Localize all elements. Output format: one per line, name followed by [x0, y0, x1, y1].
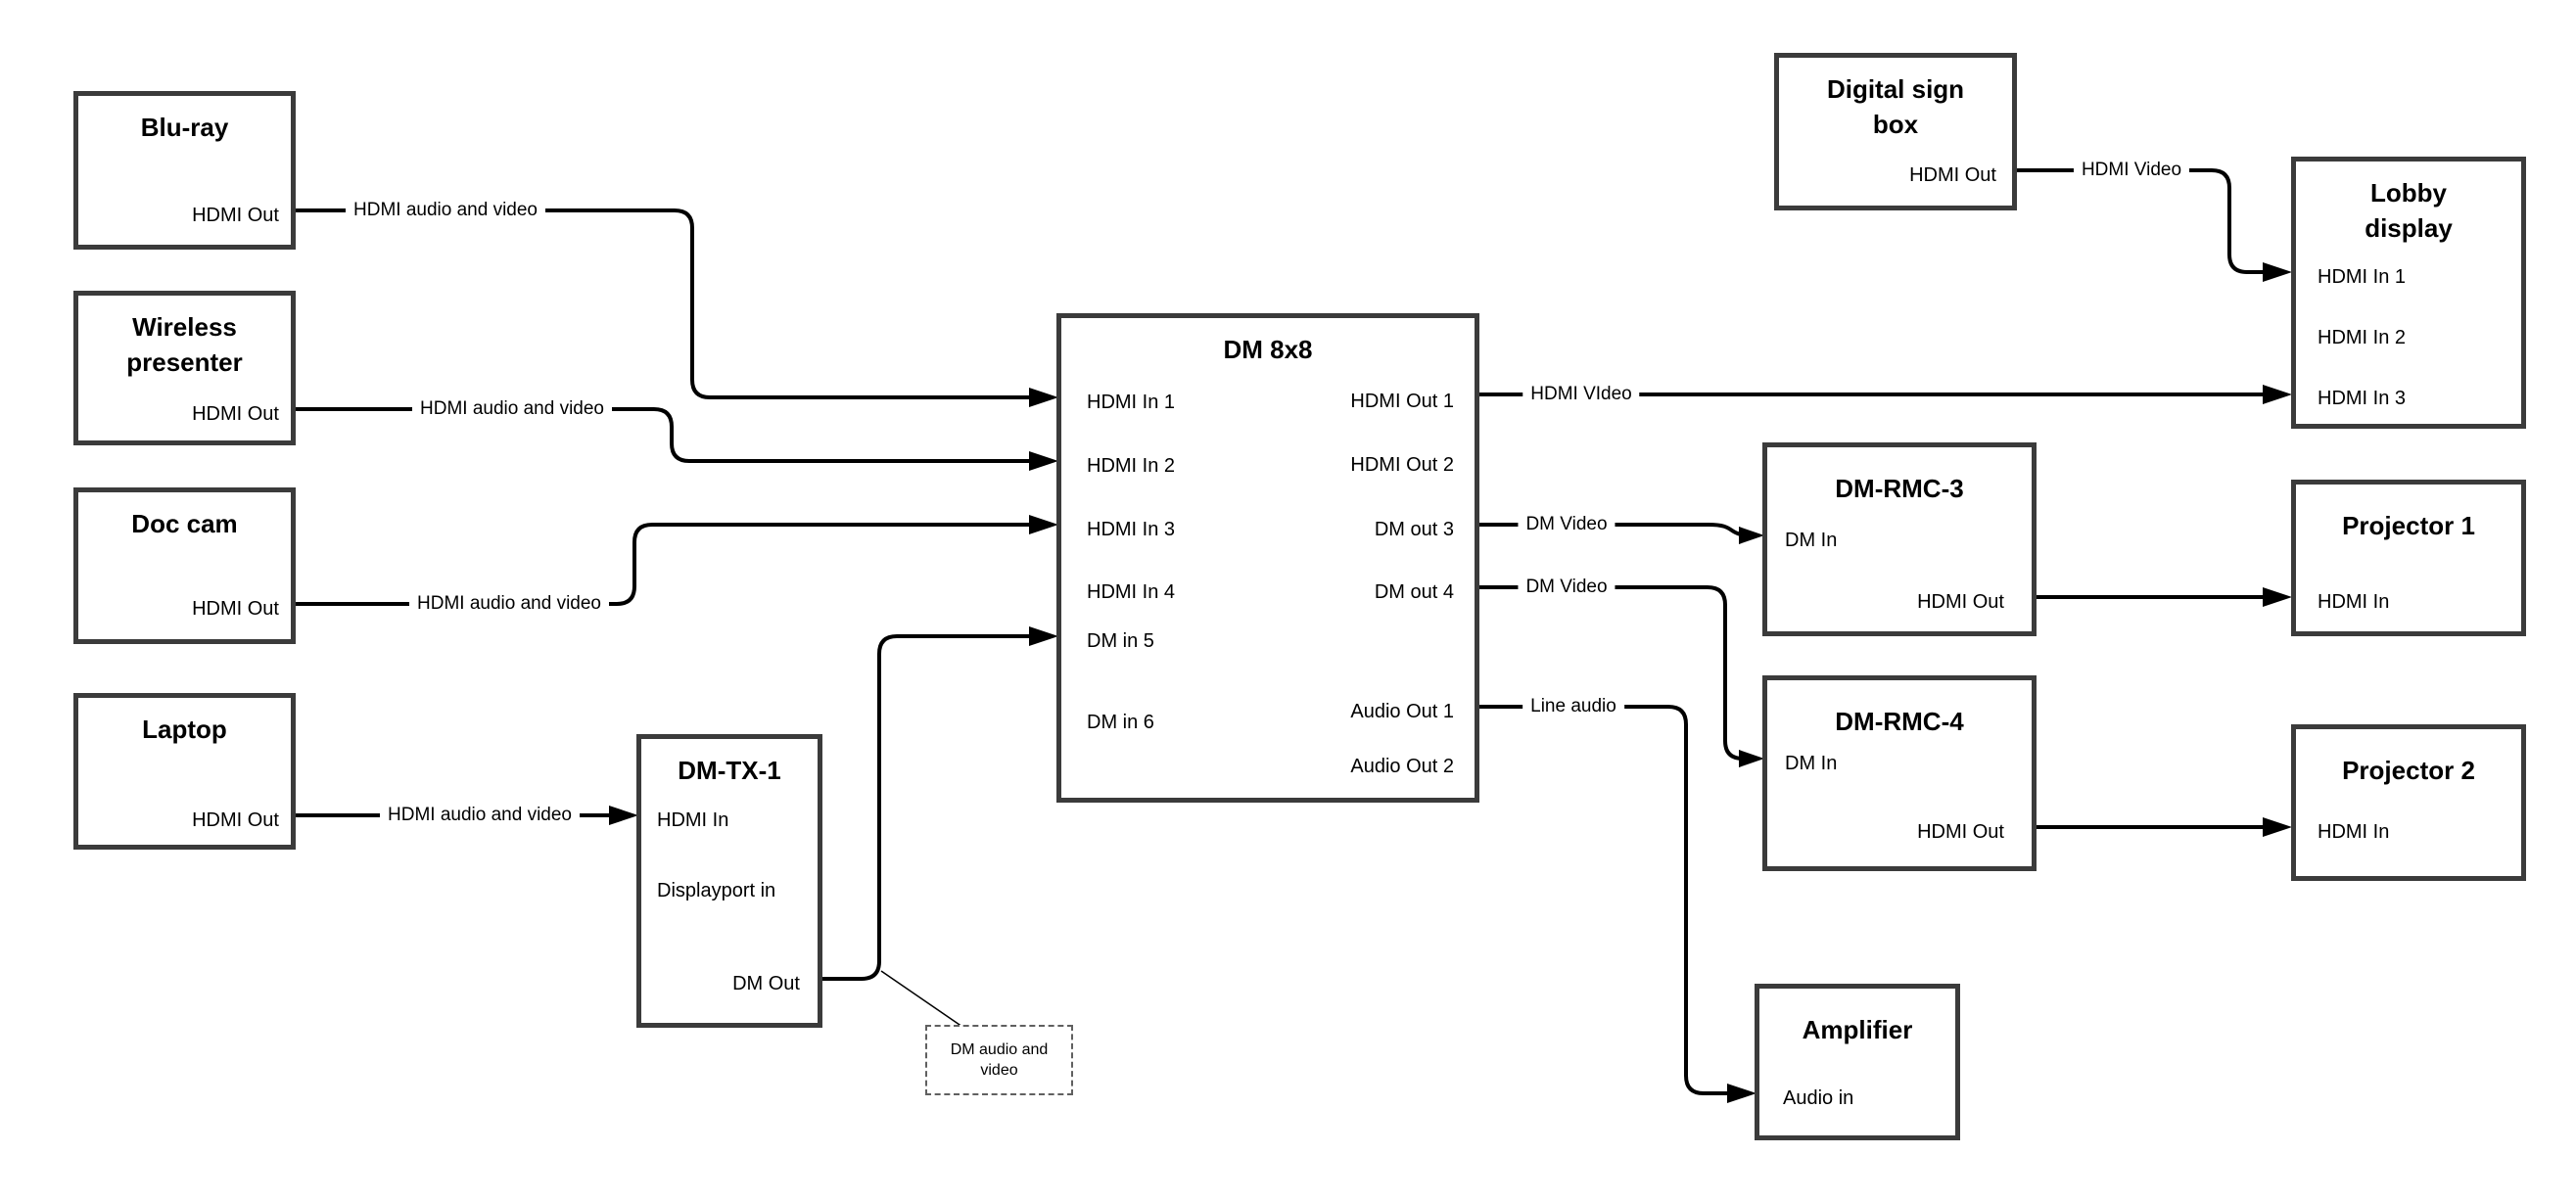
wire-dmout4-to-dmrmc4 — [1479, 585, 1745, 761]
device-dm-tx-1: DM-TX-1 HDMI In Displayport in DM Out — [636, 734, 822, 1028]
device-title: Doc cam — [131, 509, 238, 538]
port-doccam-hdmi-out: HDMI Out — [192, 598, 279, 620]
port-digitalsign-hdmi-out: HDMI Out — [1909, 164, 1996, 186]
port-dmtx1-hdmi-in: HDMI In — [657, 809, 729, 831]
device-lobby-display: Lobby display HDMI In 1 HDMI In 2 HDMI I… — [2291, 157, 2526, 429]
port-bluray-hdmi-out: HDMI Out — [192, 205, 279, 226]
device-projector-2: Projector 2 HDMI In — [2291, 724, 2526, 881]
wire-bluray-to-dm8x8 — [296, 208, 1044, 399]
label-hdmi-video-out1: HDMI VIdeo — [1522, 384, 1640, 405]
port-dmtx1-dm-out: DM Out — [732, 973, 800, 994]
device-title: Wireless presenter — [126, 312, 243, 377]
label-laptop-hdmi-av: HDMI audio and video — [380, 805, 580, 826]
port-projector2-hdmi-in: HDMI In — [2318, 821, 2390, 843]
arrowhead — [1727, 1084, 1756, 1103]
device-title: Amplifier — [1802, 1015, 1913, 1044]
port-dm8x8-dm-out-4: DM out 4 — [1374, 581, 1454, 603]
note-callout-line — [880, 970, 963, 1028]
arrowhead — [609, 806, 638, 825]
port-dm8x8-dm-out-3: DM out 3 — [1374, 519, 1454, 540]
port-dmtx1-displayport-in: Displayport in — [657, 880, 776, 901]
port-amplifier-audio-in: Audio in — [1783, 1087, 1854, 1109]
port-dm8x8-dm-in-5: DM in 5 — [1087, 630, 1154, 652]
arrowhead — [1739, 527, 1764, 544]
arrowhead — [1029, 626, 1058, 646]
label-doccam-hdmi-av: HDMI audio and video — [409, 593, 609, 615]
port-lobby-hdmi-in-2: HDMI In 2 — [2318, 327, 2407, 348]
port-dm8x8-hdmi-out-1: HDMI Out 1 — [1350, 391, 1454, 412]
device-wireless-presenter: Wireless presenter HDMI Out — [73, 291, 296, 445]
arrowhead — [2263, 385, 2292, 404]
device-projector-1: Projector 1 HDMI In — [2291, 480, 2526, 636]
port-projector1-hdmi-in: HDMI In — [2318, 591, 2390, 613]
arrowhead — [1029, 515, 1058, 534]
device-title: Blu-ray — [140, 113, 229, 142]
label-digitalsign-hdmi-video: HDMI Video — [2073, 160, 2190, 181]
wire-dmtx1-to-dm8x8 — [822, 634, 1044, 981]
port-dm8x8-audio-out-1: Audio Out 1 — [1350, 701, 1454, 722]
port-dm8x8-hdmi-in-3: HDMI In 3 — [1087, 519, 1176, 540]
port-dmrmc4-hdmi-out: HDMI Out — [1917, 821, 2004, 843]
port-lobby-hdmi-in-3: HDMI In 3 — [2318, 388, 2407, 409]
wire-digitalsign-to-lobby — [2017, 168, 2277, 274]
arrowhead — [2263, 262, 2292, 282]
device-title: Laptop — [142, 715, 227, 744]
wire-doccam-to-dm8x8 — [296, 523, 1044, 606]
device-title: Projector 2 — [2342, 756, 2475, 785]
port-dm8x8-hdmi-out-2: HDMI Out 2 — [1350, 454, 1454, 476]
device-dm-8x8: DM 8x8 HDMI In 1 HDMI In 2 HDMI In 3 HDM… — [1056, 313, 1479, 803]
device-doc-cam: Doc cam HDMI Out — [73, 487, 296, 644]
label-dm-video-out3: DM Video — [1518, 514, 1616, 535]
port-wireless-hdmi-out: HDMI Out — [192, 403, 279, 425]
device-title: DM 8x8 — [1223, 335, 1313, 364]
label-line-audio: Line audio — [1522, 696, 1624, 717]
device-title: Lobby display — [2365, 178, 2453, 243]
arrowhead — [1029, 388, 1058, 407]
device-title: DM-RMC-3 — [1835, 474, 1964, 503]
arrowhead — [2263, 817, 2292, 837]
port-dm8x8-audio-out-2: Audio Out 2 — [1350, 756, 1454, 777]
device-laptop: Laptop HDMI Out — [73, 693, 296, 850]
note-text: DM audio and video — [950, 1041, 1049, 1079]
port-dm8x8-hdmi-in-2: HDMI In 2 — [1087, 455, 1176, 477]
device-title: DM-RMC-4 — [1835, 707, 1964, 736]
device-amplifier: Amplifier Audio in — [1755, 984, 1960, 1140]
wire-audioout1-to-amplifier — [1479, 705, 1743, 1095]
device-title: Digital sign box — [1826, 74, 1965, 139]
device-title: DM-TX-1 — [678, 756, 781, 785]
device-bluray: Blu-ray HDMI Out — [73, 91, 296, 250]
device-dm-rmc-3: DM-RMC-3 DM In HDMI Out — [1762, 442, 2037, 636]
device-dm-rmc-4: DM-RMC-4 DM In HDMI Out — [1762, 675, 2037, 871]
label-wireless-hdmi-av: HDMI audio and video — [412, 398, 612, 420]
device-title: Projector 1 — [2342, 511, 2475, 540]
arrowhead — [2263, 587, 2292, 607]
device-digital-sign-box: Digital sign box HDMI Out — [1774, 53, 2017, 210]
port-dmrmc3-dm-in: DM In — [1785, 530, 1838, 551]
label-bluray-hdmi-av: HDMI audio and video — [346, 200, 545, 221]
port-dm8x8-dm-in-6: DM in 6 — [1087, 712, 1154, 733]
port-dm8x8-hdmi-in-1: HDMI In 1 — [1087, 392, 1176, 413]
arrowhead — [1739, 750, 1764, 767]
note-dm-audio-video: DM audio and video — [925, 1025, 1073, 1095]
port-dm8x8-hdmi-in-4: HDMI In 4 — [1087, 581, 1176, 603]
label-dm-video-out4: DM Video — [1518, 577, 1616, 598]
port-laptop-hdmi-out: HDMI Out — [192, 809, 279, 831]
arrowhead — [1029, 451, 1058, 471]
port-dmrmc3-hdmi-out: HDMI Out — [1917, 591, 2004, 613]
port-dmrmc4-dm-in: DM In — [1785, 753, 1838, 774]
wire-wireless-to-dm8x8 — [296, 407, 1044, 463]
port-lobby-hdmi-in-1: HDMI In 1 — [2318, 266, 2407, 288]
